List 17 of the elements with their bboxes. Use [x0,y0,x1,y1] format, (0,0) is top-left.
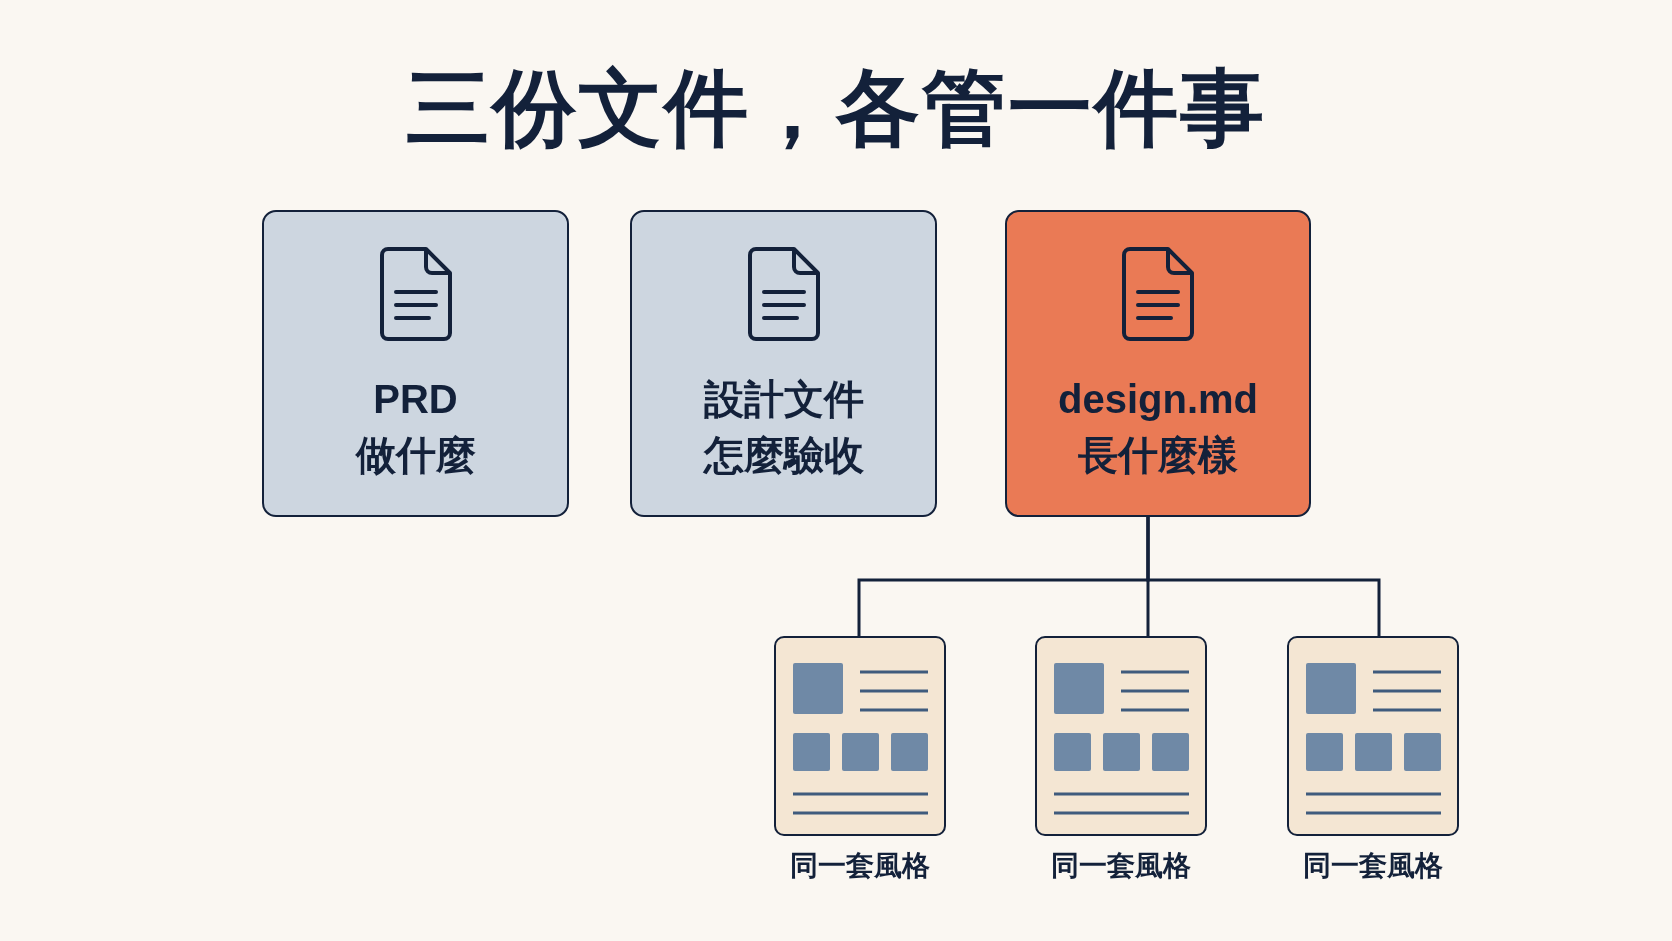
box-heading: PRD [373,376,458,423]
box-heading: design.md [1058,376,1258,423]
document-box [630,210,937,517]
layout-card [1035,636,1207,836]
card-caption: 同一套風格 [1050,849,1192,883]
card-caption: 同一套風格 [1302,849,1444,883]
document-box [262,210,569,517]
box-heading: 設計文件 [703,376,864,423]
diagram-title: 三份文件，各管一件事 [406,60,1266,157]
box-subheading: 長什麼樣 [1078,432,1238,479]
card-caption: 同一套風格 [789,849,931,883]
document-box [1005,210,1311,517]
layout-card [774,636,946,836]
box-subheading: 怎麼驗收 [703,432,864,479]
connector-line [1146,517,1381,636]
box-subheading: 做什麼 [355,432,476,479]
layout-card [1287,636,1459,836]
